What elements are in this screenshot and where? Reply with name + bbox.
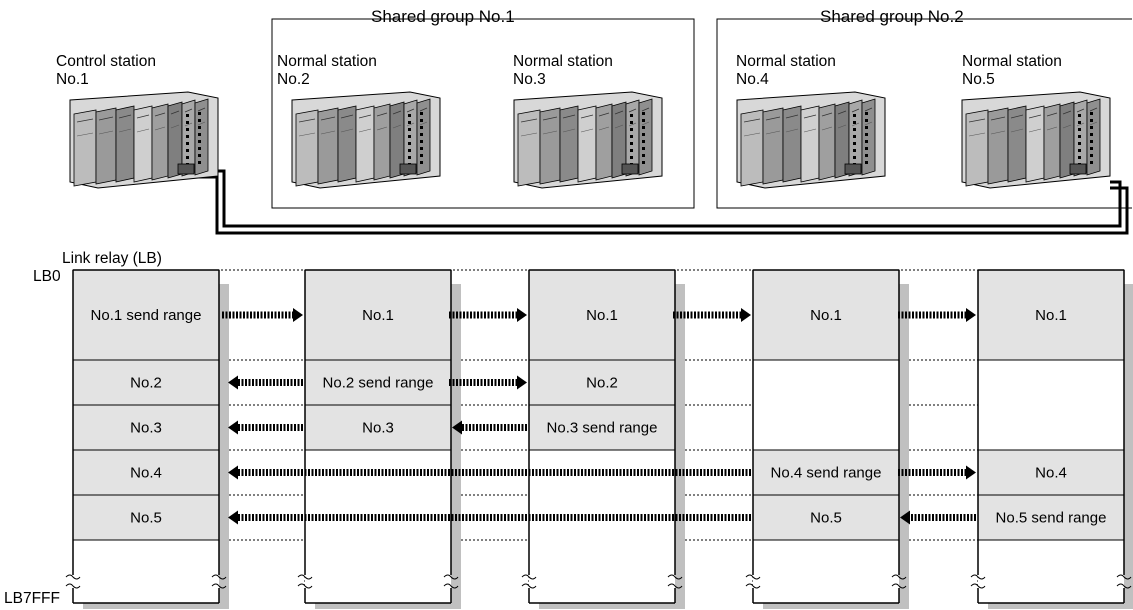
memory-cell: [304, 269, 452, 361]
plc-station-5-icon: [961, 91, 1111, 189]
break-mark: [297, 574, 313, 580]
memory-cell-label: No.3: [130, 420, 162, 437]
plc-station-3-icon: [513, 91, 663, 189]
break-mark: [891, 583, 907, 589]
memory-cell-label: No.4: [130, 465, 162, 482]
break-mark: [745, 583, 761, 589]
memory-cell-label: No.3 send range: [547, 420, 658, 437]
station-3-type: Normal station: [513, 53, 613, 70]
plc-station-2-icon: [291, 91, 441, 189]
station-3-number: No.3: [513, 71, 546, 88]
transfer-arrow: [222, 308, 303, 322]
memory-cell-label: No.1: [1035, 307, 1067, 324]
memory-end-label: LB7FFF: [4, 590, 60, 607]
break-mark: [443, 574, 459, 580]
station-4-number: No.4: [736, 71, 769, 88]
memory-column-3: No.1No.2No.3 send range: [521, 269, 685, 609]
break-mark: [891, 574, 907, 580]
transfer-arrow: [898, 465, 976, 480]
break-mark: [667, 574, 683, 580]
memory-cell-label: No.1: [586, 307, 618, 324]
memory-cell-label: No.2 send range: [323, 375, 434, 392]
memory-cell-label: No.2: [586, 375, 618, 392]
memory-cell-label: No.3: [362, 420, 394, 437]
station-2-number: No.2: [277, 71, 310, 88]
break-mark: [521, 574, 537, 580]
memory-cell: [72, 494, 220, 541]
transfer-arrow: [900, 510, 976, 525]
break-mark: [1116, 583, 1132, 589]
break-mark: [211, 574, 227, 580]
break-mark: [1116, 574, 1132, 580]
plc-station-4-icon: [736, 91, 886, 189]
station-2-type: Normal station: [277, 53, 377, 70]
shared-group-2-box: [716, 18, 1132, 209]
memory-cell-label: No.1: [810, 307, 842, 324]
break-mark: [521, 583, 537, 589]
station-5-number: No.5: [962, 71, 995, 88]
memory-cell: [304, 359, 452, 406]
break-mark: [297, 583, 313, 589]
memory-cell-label: No.4 send range: [771, 465, 882, 482]
break-mark: [970, 583, 986, 589]
break-mark: [667, 583, 683, 589]
memory-title: Link relay (LB): [62, 250, 162, 267]
memory-cell-label: No.1: [362, 307, 394, 324]
break-mark: [970, 574, 986, 580]
transfer-arrow: [452, 420, 527, 435]
break-mark: [745, 574, 761, 580]
transfer-arrow: [898, 308, 976, 322]
break-mark: [65, 574, 81, 580]
memory-cell-label: No.1 send range: [91, 307, 202, 324]
memory-cell-label: No.4: [1035, 465, 1067, 482]
memory-cell: [977, 494, 1125, 541]
transfer-arrow: [228, 420, 303, 435]
break-mark: [211, 583, 227, 589]
memory-column-5: No.1No.4No.5 send range: [970, 269, 1133, 609]
group-2-title: Shared group No.2: [817, 8, 967, 26]
transfer-arrow: [228, 510, 751, 525]
station-1-type: Control station: [56, 53, 156, 70]
station-4-type: Normal station: [736, 53, 836, 70]
memory-start-label: LB0: [33, 268, 61, 285]
station-5-type: Normal station: [962, 53, 1062, 70]
memory-cell-label: No.5: [130, 510, 162, 527]
plc-station-1-icon: [69, 91, 219, 189]
break-mark: [65, 583, 81, 589]
transfer-arrow: [228, 465, 751, 480]
break-mark: [443, 583, 459, 589]
memory-cell: [977, 449, 1125, 496]
group-1-title: Shared group No.1: [368, 8, 518, 26]
memory-cell: [528, 404, 676, 451]
memory-cell-label: No.5 send range: [996, 510, 1107, 527]
station-1-number: No.1: [56, 71, 89, 88]
memory-cell: [304, 404, 452, 451]
memory-cell-label: No.2: [130, 375, 162, 392]
transfer-arrow: [228, 375, 303, 390]
transfer-arrow: [673, 308, 751, 322]
shared-group-1-box: [271, 18, 695, 209]
memory-cell-label: No.5: [810, 510, 842, 527]
transfer-arrow: [449, 375, 527, 390]
transfer-arrow: [449, 308, 527, 322]
